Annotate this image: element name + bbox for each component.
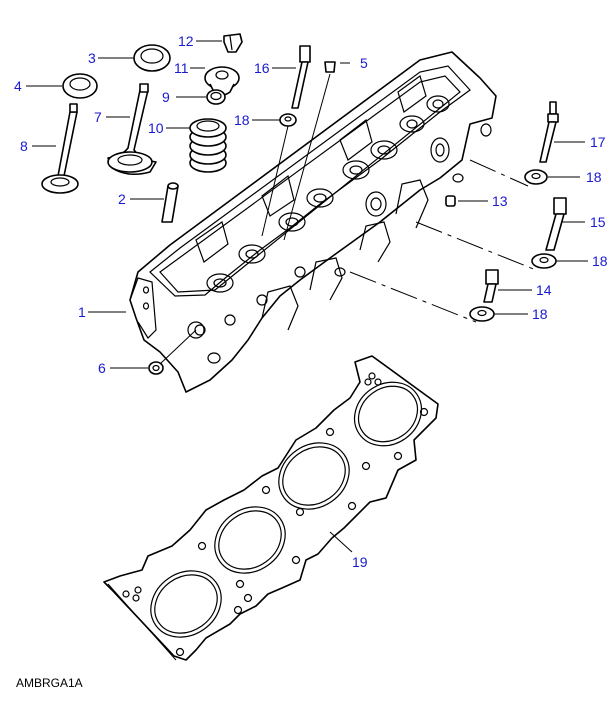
washer[interactable] [279, 113, 297, 127]
callout-13[interactable]: 13 [492, 193, 508, 209]
washer[interactable] [531, 253, 557, 269]
gasket-bolt-holes [122, 372, 429, 657]
valve-stem-seal[interactable] [206, 89, 226, 105]
assembly-lines [159, 73, 537, 365]
callout-9[interactable]: 9 [162, 89, 170, 105]
bolt-short[interactable] [483, 269, 499, 303]
callout-14[interactable]: 14 [536, 282, 552, 298]
plug[interactable] [324, 61, 336, 73]
valve-seat-insert-exhaust[interactable] [133, 44, 171, 72]
washer[interactable] [524, 169, 548, 185]
valve-spring[interactable] [189, 118, 227, 173]
callout-7[interactable]: 7 [94, 109, 102, 125]
callout-6[interactable]: 6 [98, 360, 106, 376]
callout-18-right-top[interactable]: 18 [586, 169, 602, 185]
callout-17[interactable]: 17 [590, 134, 606, 150]
seal[interactable] [148, 361, 164, 375]
callout-18-top[interactable]: 18 [234, 112, 250, 128]
callout-8[interactable]: 8 [20, 138, 28, 154]
dowel[interactable] [445, 195, 456, 207]
callout-labels: 12 3 11 16 5 4 9 7 18 10 8 17 18 2 13 15… [14, 33, 608, 570]
callout-19[interactable]: 19 [352, 554, 368, 570]
valve-inlet[interactable] [41, 103, 79, 194]
callout-16[interactable]: 16 [254, 60, 270, 76]
bolt-long[interactable] [291, 45, 311, 109]
callout-18-right-bottom[interactable]: 18 [532, 306, 548, 322]
callout-4[interactable]: 4 [14, 78, 22, 94]
callout-3[interactable]: 3 [88, 50, 96, 66]
callout-2[interactable]: 2 [118, 191, 126, 207]
bolt-medium[interactable] [545, 197, 567, 251]
valve-exhaust[interactable] [107, 83, 157, 176]
collet[interactable] [223, 33, 243, 53]
callout-10[interactable]: 10 [148, 120, 164, 136]
valve-guide[interactable] [161, 182, 179, 223]
callout-11[interactable]: 11 [174, 60, 189, 76]
cylinder-head[interactable] [129, 51, 497, 393]
callout-18-right-middle[interactable]: 18 [592, 253, 608, 269]
reference-code: AMBRGA1A [16, 676, 83, 690]
washer[interactable] [469, 306, 495, 322]
callout-leaders [26, 40, 588, 553]
head-gasket[interactable] [103, 355, 439, 661]
stud[interactable] [539, 101, 559, 163]
callout-15[interactable]: 15 [590, 214, 606, 230]
valve-seat-insert-inlet[interactable] [62, 73, 98, 99]
callout-1[interactable]: 1 [78, 304, 86, 320]
callout-12[interactable]: 12 [178, 33, 194, 49]
callout-5[interactable]: 5 [360, 55, 368, 71]
